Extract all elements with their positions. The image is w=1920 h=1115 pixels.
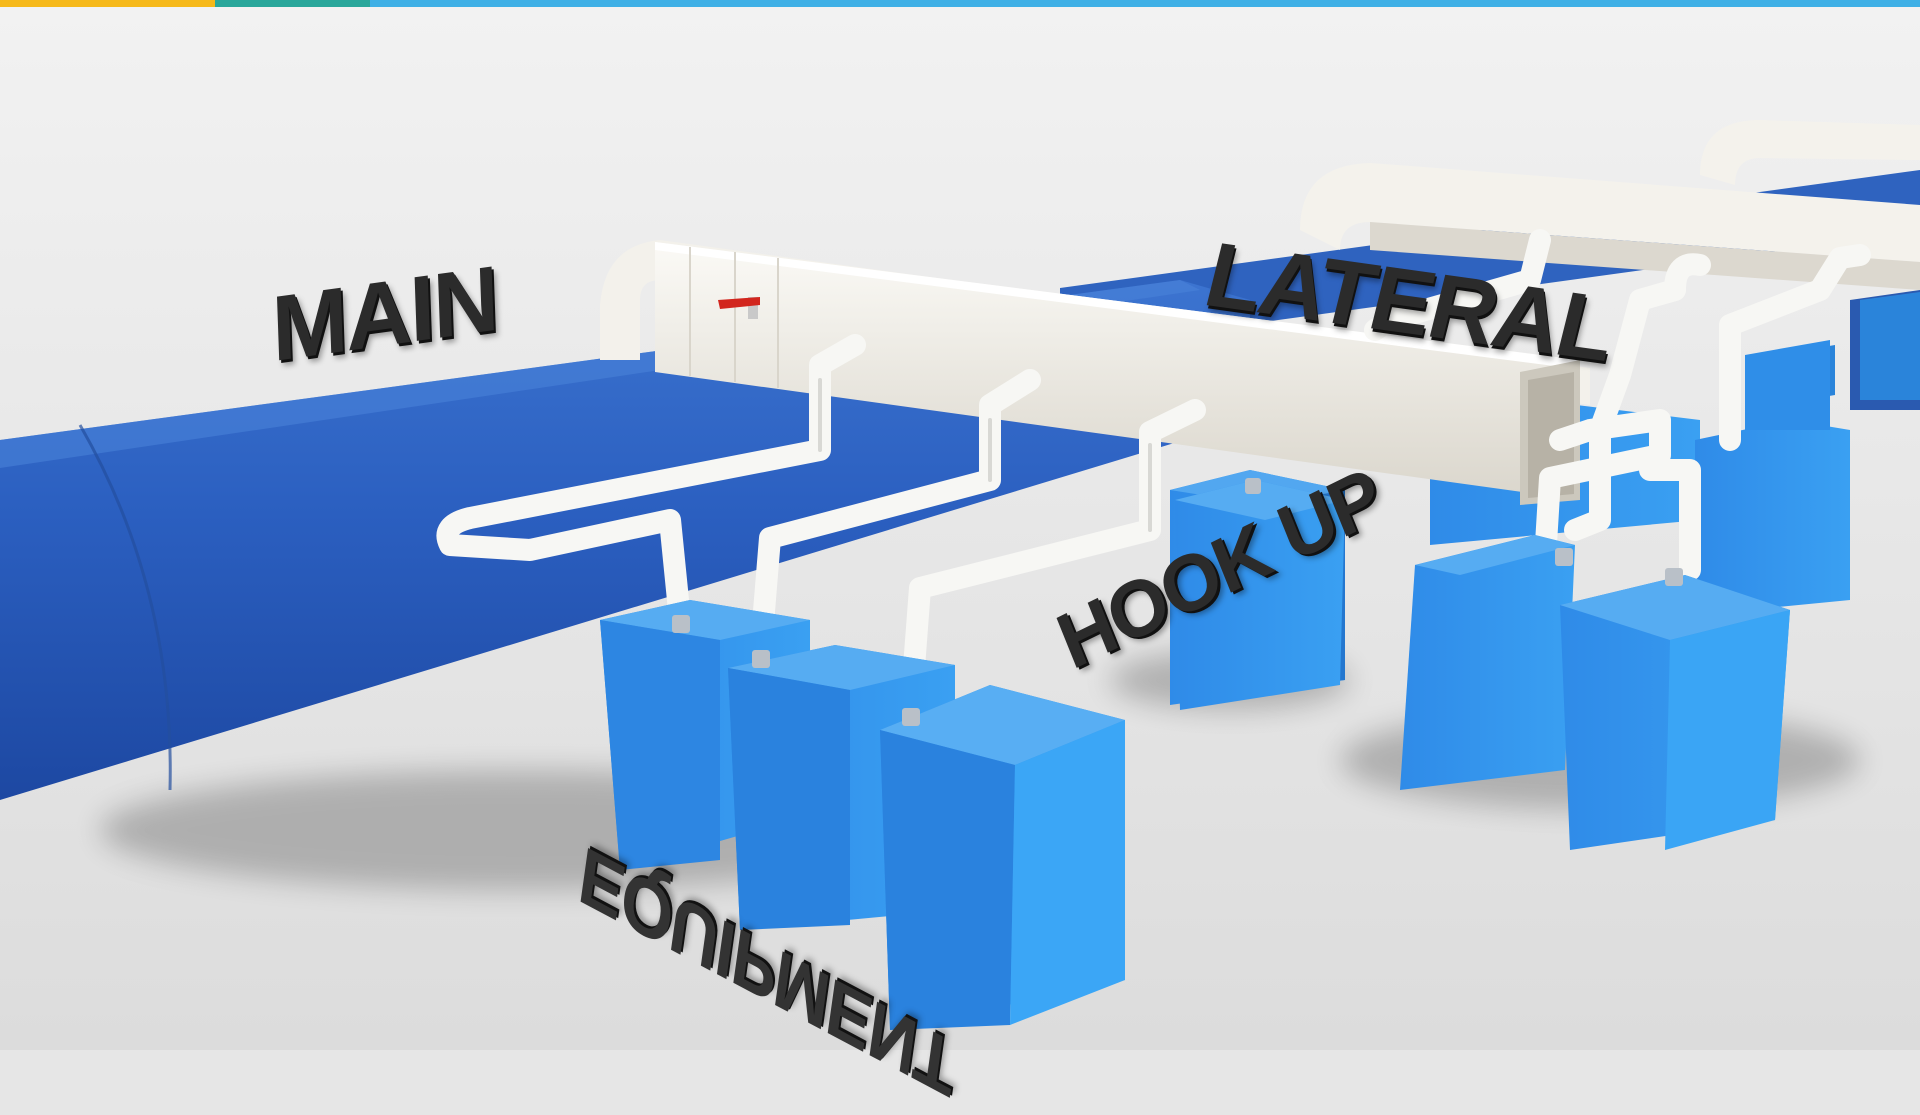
top-bar-segment-yellow (0, 0, 215, 7)
hook-up-equipment (1175, 478, 1345, 710)
top-accent-bar (0, 0, 1920, 7)
front-equipment-right (1400, 535, 1790, 850)
red-valve-handle-icon (718, 297, 760, 319)
far-ducts (1300, 120, 1920, 290)
top-bar-segment-teal (215, 0, 370, 7)
hook-up-pipes (436, 229, 1871, 731)
top-bar-segment-blue (370, 0, 1920, 7)
piping-scene-illustration (0, 0, 1920, 1050)
front-equipment-left (600, 600, 1125, 1030)
white-duct (600, 240, 1590, 505)
